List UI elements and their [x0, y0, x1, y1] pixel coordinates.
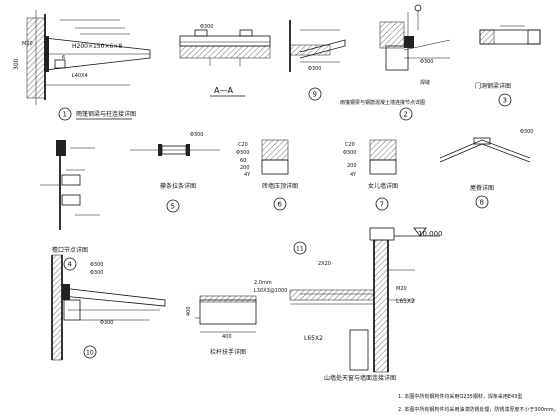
detail-4-caption: 檐口节点详图: [52, 246, 88, 254]
detail-number-circle: [58, 107, 72, 121]
note-2: 2. 本图中所有钢构件均采用油漆防锈处理，防锈漆厚度不小于300mm。: [398, 406, 559, 413]
label-aa-spacing: Φ300: [200, 24, 213, 30]
detail-7: C20 Φ300 200 4Y 女儿墙详图 7: [343, 139, 398, 211]
label-7-spacing: Φ300: [343, 150, 356, 156]
detail-8-number: 8: [480, 199, 484, 207]
level-mark: 10.000: [418, 230, 443, 238]
detail-8-caption: 屋脊详图: [470, 184, 494, 192]
label-rail-dim-side: 400: [186, 306, 192, 316]
detail-4: 檐口节点详图 4: [40, 140, 100, 271]
detail-1-number: 1: [63, 111, 67, 119]
label-rail-thickness: 2.0mm: [254, 280, 272, 286]
label-11-angle-left: L65X2: [304, 335, 323, 342]
label-weld-size: 6: [62, 55, 65, 61]
detail-number-circle: [166, 199, 180, 213]
detail-number-circle: [399, 107, 413, 121]
detail-11-caption: 山墙处天窗与墙面连接详图: [324, 374, 396, 382]
label-2-weld: 焊缝: [420, 79, 430, 86]
detail-number-circle: [83, 345, 97, 359]
level-triangle: [413, 227, 427, 237]
detail-8: Φ300 屋脊详图 8: [439, 129, 533, 209]
label-11-2x20: 2X20: [318, 261, 331, 267]
detail-6: C20 Φ300 60 200 4Y 砖墙压顶详图 6: [236, 139, 298, 211]
label-2-spacing: Φ300: [420, 59, 433, 65]
detail-5-caption: 檩条拉条详图: [160, 182, 196, 190]
label-dim-300: 300: [13, 58, 20, 70]
detail-number-circle: [498, 93, 512, 107]
label-angle: L40X4: [72, 73, 88, 79]
detail-7-caption: 女儿墙详图: [368, 182, 398, 190]
label-6-4y: 4Y: [244, 172, 251, 178]
detail-5-number: 5: [171, 203, 175, 211]
label-h-section: H200×150×6×8: [72, 43, 122, 50]
detail-11: 10.000 2X20 L65X2 L65X2 M20 山墙处天窗与墙面连接详图…: [289, 227, 443, 382]
label-6-spacing: Φ300: [236, 150, 249, 156]
label-bolt: M20: [22, 41, 33, 47]
note-1: 1. 本图中所有钢构件均采用Q235钢材，焊条采用E43型: [398, 393, 522, 400]
label-8-spacing: Φ300: [520, 129, 533, 135]
label-6-c20: C20: [238, 142, 248, 148]
detail-number-circle: [273, 197, 287, 211]
label-rail-dim-bottom: 400: [222, 334, 232, 340]
detail-1: H200×150×6×8 6 L40X4 300 M20 1 雨篷钢梁与柱连接详…: [13, 10, 151, 121]
detail-a-a: Φ300 A—A: [179, 24, 271, 97]
label-11-bolt: M20: [396, 286, 407, 292]
detail-1-caption: 雨篷钢梁与柱连接详图: [76, 110, 136, 118]
detail-10-number: 10: [86, 350, 94, 357]
detail-3: 门洞钢梁详图 3: [475, 25, 541, 107]
label-9-spacing: Φ300: [308, 66, 321, 72]
detail-7-number: 7: [380, 201, 384, 209]
detail-number-circle: [63, 257, 77, 271]
detail-9: Φ300 9: [289, 20, 346, 101]
label-rail-angle: L30X3@1000: [254, 288, 287, 294]
label-7-200: 200: [347, 163, 357, 169]
detail-4-number: 4: [68, 261, 73, 269]
label-10-spacing-1: Φ300: [90, 262, 103, 268]
label-6-200: 200: [240, 165, 250, 171]
railing-caption: 栏杆扶手详图: [210, 348, 246, 356]
detail-3-caption: 门洞钢梁详图: [475, 82, 511, 90]
detail-2-caption: 雨篷钢梁与钢筋混凝土墙连接节点详图: [340, 99, 425, 106]
label-11-angle-right: L65X2: [396, 298, 415, 305]
detail-5: Φ300 檩条拉条详图 5: [130, 132, 220, 213]
label-10-spacing-2: Φ300: [90, 270, 103, 276]
section-a-a-title: A—A: [214, 86, 233, 95]
label-6-60: 60: [240, 158, 246, 164]
label-7-4y: 4Y: [350, 172, 357, 178]
label-5-spacing: Φ300: [190, 132, 203, 138]
detail-3-number: 3: [503, 97, 507, 105]
detail-11-number: 11: [296, 246, 304, 253]
label-7-c20: C20: [345, 142, 355, 148]
detail-number-circle: [293, 241, 307, 255]
detail-6-caption: 砖墙压顶详图: [262, 182, 298, 190]
detail-2: Φ300 焊缝 雨篷钢梁与钢筋混凝土墙连接节点详图 2: [340, 4, 451, 121]
label-10-spacing-3: Φ300: [100, 320, 113, 326]
detail-9-number: 9: [313, 91, 317, 99]
detail-10: Φ300 Φ300 Φ300 10: [51, 254, 166, 361]
detail-6-number: 6: [278, 201, 283, 209]
general-notes: 1. 本图中所有钢构件均采用Q235钢材，焊条采用E43型 2. 本图中所有钢构…: [398, 393, 559, 413]
detail-number-circle: [475, 195, 489, 209]
detail-number-circle: [308, 87, 322, 101]
detail-2-number: 2: [404, 111, 408, 119]
detail-number-circle: [375, 197, 389, 211]
detail-railing: 2.0mm L30X3@1000 400 400 栏杆扶手详图: [186, 280, 287, 356]
